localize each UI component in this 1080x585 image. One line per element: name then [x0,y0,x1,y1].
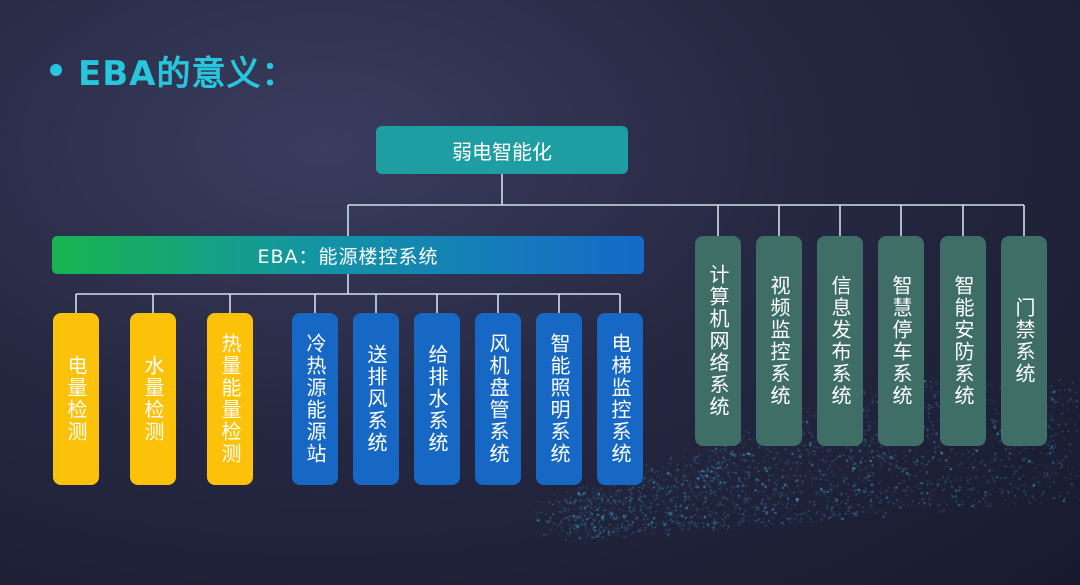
eba-child-2: 热量能量检测 [207,313,253,485]
eba-child-label: 送排风系统 [364,344,388,454]
eba-child-label: 风机盘管系统 [486,333,510,465]
eba-child-label: 电量检测 [64,355,88,443]
system-node-label: 计算机网络系统 [706,264,730,418]
system-node-5: 门禁系统 [1001,236,1047,446]
system-node-0: 计算机网络系统 [695,236,741,446]
system-node-label: 信息发布系统 [828,275,852,407]
system-node-label: 门禁系统 [1012,297,1036,385]
system-node-4: 智能安防系统 [940,236,986,446]
slide-title: EBA的意义： [50,48,297,94]
eba-node: EBA：能源楼控系统 [52,236,644,274]
eba-child-0: 电量检测 [53,313,99,485]
eba-child-7: 智能照明系统 [536,313,582,485]
eba-child-8: 电梯监控系统 [597,313,643,485]
eba-child-label: 智能照明系统 [547,333,571,465]
system-node-label: 智慧停车系统 [889,275,913,407]
eba-child-6: 风机盘管系统 [475,313,521,485]
bullet-icon [50,64,62,76]
eba-child-1: 水量检测 [130,313,176,485]
system-node-3: 智慧停车系统 [878,236,924,446]
eba-child-5: 给排水系统 [414,313,460,485]
eba-child-3: 冷热源能源站 [292,313,338,485]
title-text: EBA的意义： [78,53,297,94]
root-node: 弱电智能化 [376,126,628,174]
system-node-2: 信息发布系统 [817,236,863,446]
system-node-label: 智能安防系统 [951,275,975,407]
eba-child-label: 冷热源能源站 [303,333,327,465]
system-node-label: 视频监控系统 [767,275,791,407]
eba-child-label: 给排水系统 [425,344,449,454]
system-node-1: 视频监控系统 [756,236,802,446]
eba-child-label: 水量检测 [141,355,165,443]
eba-child-label: 电梯监控系统 [608,333,632,465]
eba-child-4: 送排风系统 [353,313,399,485]
eba-child-label: 热量能量检测 [218,333,242,465]
